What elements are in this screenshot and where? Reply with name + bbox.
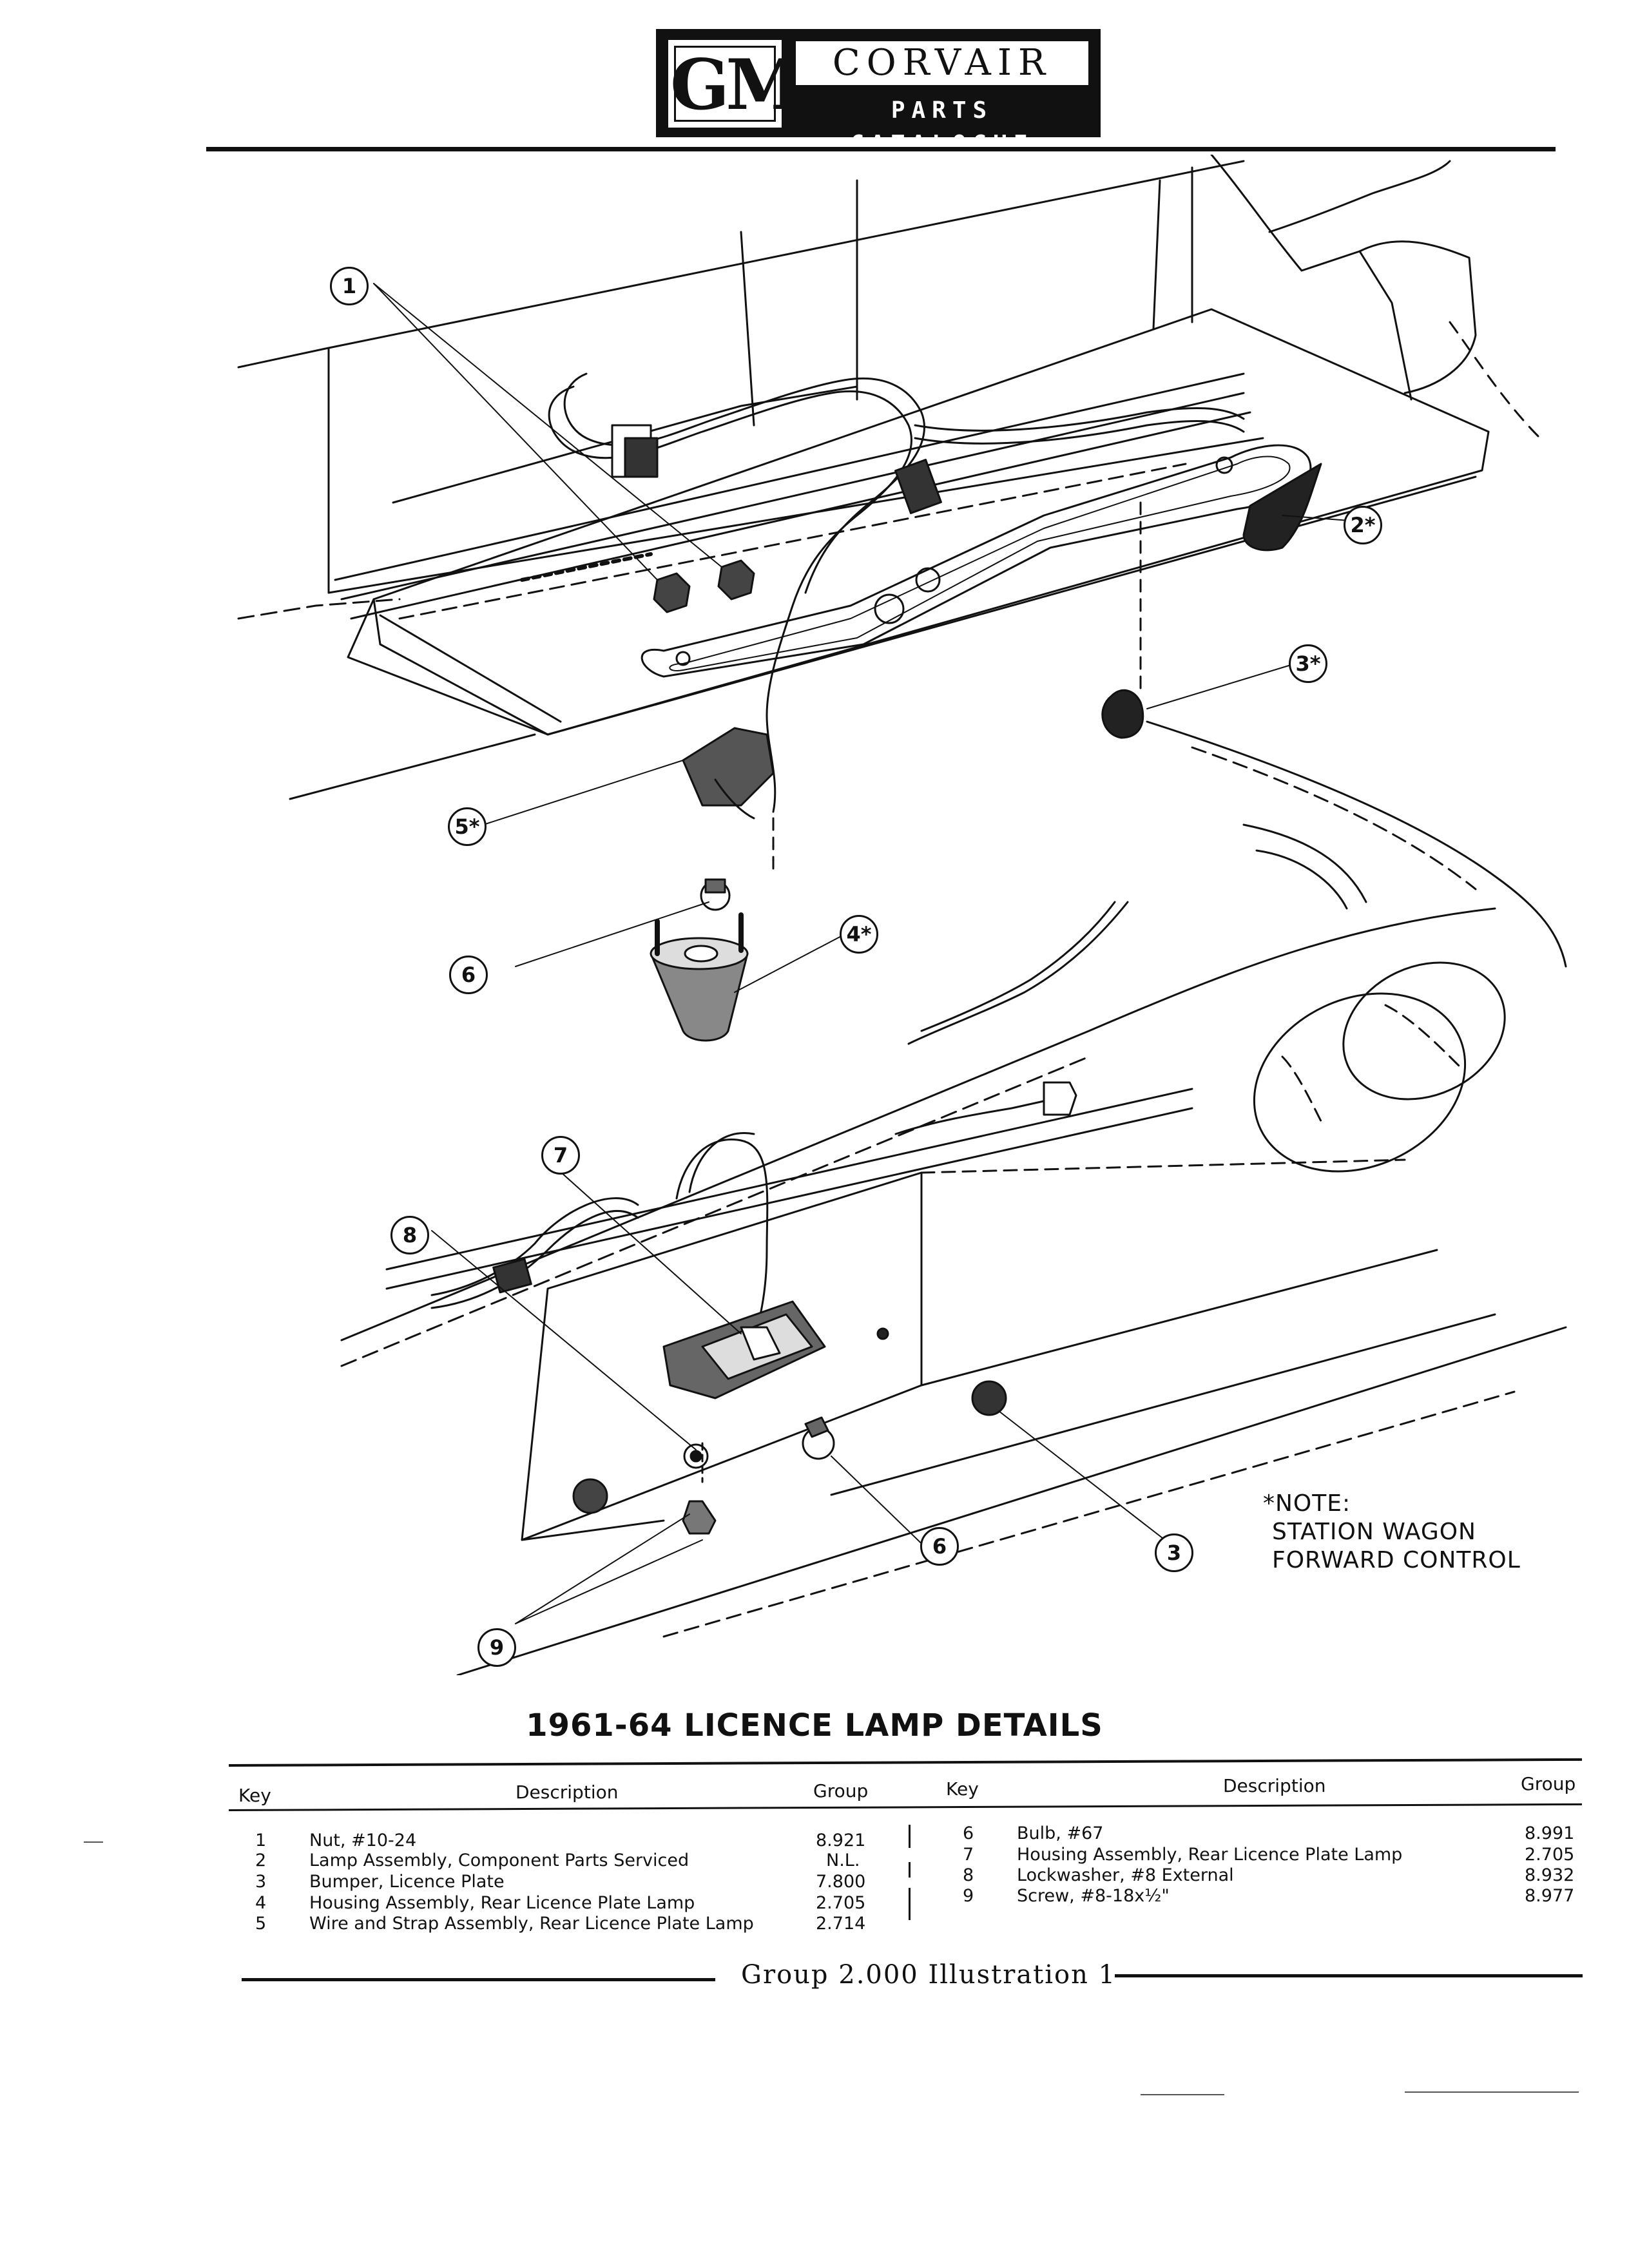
callout-5: 5* — [448, 807, 487, 846]
row-description: Bumper, Licence Plate — [309, 1872, 505, 1892]
footer-rule-left — [242, 1978, 715, 1981]
scan-speck — [84, 1841, 103, 1843]
lower-assembly-linework — [340, 720, 1567, 1675]
row-key: 6 — [963, 1823, 974, 1843]
row-description: Lockwasher, #8 External — [1017, 1865, 1234, 1885]
scan-speck — [1141, 2094, 1224, 2095]
callout-7: 7 — [541, 1136, 580, 1175]
note-line-1: STATION WAGON — [1272, 1519, 1476, 1545]
row-group: 7.800 — [816, 1872, 866, 1892]
row-description: Screw, #8-18x½" — [1017, 1886, 1170, 1906]
table-row: 2 Lamp Assembly, Component Parts Service… — [255, 1850, 860, 1871]
table-top-rule — [228, 1758, 1582, 1767]
row-key: 4 — [255, 1893, 267, 1913]
catalogue-subtitle: PARTS CATALOGUE — [850, 97, 1034, 157]
scan-speck — [1405, 2091, 1579, 2093]
header-description-left: Description — [516, 1782, 619, 1803]
page-footer: Group 2.000 Illustration 1 — [0, 1960, 1629, 1999]
row-key: 2 — [255, 1850, 267, 1870]
table-row: 1 Nut, #10-24 8.921 — [255, 1830, 865, 1851]
exploded-view-illustration — [237, 155, 1567, 1675]
row-group: 2.714 — [816, 1914, 866, 1934]
brand-name: CORVAIR — [796, 41, 1088, 85]
row-description: Housing Assembly, Rear Licence Plate Lam… — [1017, 1845, 1403, 1865]
upper-assembly-linework — [237, 155, 1541, 1042]
column-separator — [909, 1888, 911, 1920]
row-description: Lamp Assembly, Component Parts Serviced — [309, 1850, 689, 1870]
row-group: 8.932 — [1525, 1865, 1575, 1885]
footer-rule-right — [1115, 1974, 1583, 1977]
callout-3-lower: 3 — [1155, 1533, 1193, 1572]
callout-6-lower: 6 — [920, 1527, 959, 1566]
callout-3-upper: 3* — [1289, 644, 1327, 683]
note: *NOTE: STATION WAGON FORWARD CONTROL — [1263, 1490, 1521, 1575]
gm-logo-frame — [674, 46, 776, 122]
row-group: N.L. — [826, 1850, 860, 1870]
gm-logo: GM — [668, 40, 803, 128]
table-row: 7 Housing Assembly, Rear Licence Plate L… — [963, 1844, 1574, 1865]
row-description: Housing Assembly, Rear Licence Plate Lam… — [309, 1893, 695, 1913]
callout-6-upper: 6 — [449, 956, 488, 994]
gm-logo-text: GM — [670, 44, 803, 126]
note-line-2: FORWARD CONTROL — [1272, 1547, 1521, 1573]
row-group: 2.705 — [816, 1893, 866, 1913]
row-group: 8.977 — [1525, 1886, 1575, 1906]
callout-4: 4* — [840, 915, 878, 954]
page-title: 1961-64 LICENCE LAMP DETAILS — [526, 1707, 1103, 1744]
header-group-left: Group — [813, 1780, 869, 1802]
header-rule — [206, 147, 1556, 151]
table-row: 5 Wire and Strap Assembly, Rear Licence … — [255, 1913, 865, 1934]
table-row: 6 Bulb, #67 8.991 — [963, 1823, 1574, 1844]
callout-9: 9 — [477, 1628, 516, 1667]
row-key: 7 — [963, 1845, 974, 1865]
callout-1: 1 — [330, 267, 369, 305]
table-row: 8 Lockwasher, #8 External 8.932 — [963, 1865, 1574, 1886]
row-key: 8 — [963, 1865, 974, 1885]
footer-text: Group 2.000 Illustration 1 — [741, 1960, 1117, 1990]
row-key: 1 — [255, 1831, 267, 1850]
header-key-left: Key — [238, 1785, 271, 1806]
table-row: 4 Housing Assembly, Rear Licence Plate L… — [255, 1892, 865, 1914]
header-key-right: Key — [946, 1778, 979, 1800]
column-separator — [909, 1862, 911, 1878]
callout-2: 2* — [1344, 506, 1382, 544]
row-description: Nut, #10-24 — [309, 1831, 417, 1850]
leader-lines — [373, 283, 1367, 1624]
header-group-right: Group — [1521, 1773, 1576, 1794]
table-row: 9 Screw, #8-18x½" 8.977 — [963, 1885, 1574, 1907]
table-header-rule — [228, 1803, 1582, 1811]
row-key: 9 — [963, 1886, 974, 1906]
header-description-right: Description — [1223, 1775, 1326, 1796]
table-row: 3 Bumper, Licence Plate 7.800 — [255, 1871, 865, 1892]
row-description: Bulb, #67 — [1017, 1823, 1104, 1843]
note-label: *NOTE: — [1263, 1490, 1351, 1517]
row-key: 5 — [255, 1914, 267, 1934]
catalogue-header: GM CORVAIR PARTS CATALOGUE — [656, 29, 1101, 157]
row-description: Wire and Strap Assembly, Rear Licence Pl… — [309, 1914, 754, 1934]
row-group: 8.991 — [1525, 1823, 1575, 1843]
callout-8: 8 — [390, 1216, 429, 1254]
row-group: 2.705 — [1525, 1845, 1575, 1865]
column-separator — [909, 1825, 911, 1848]
row-key: 3 — [255, 1872, 267, 1892]
row-group: 8.921 — [816, 1831, 866, 1850]
